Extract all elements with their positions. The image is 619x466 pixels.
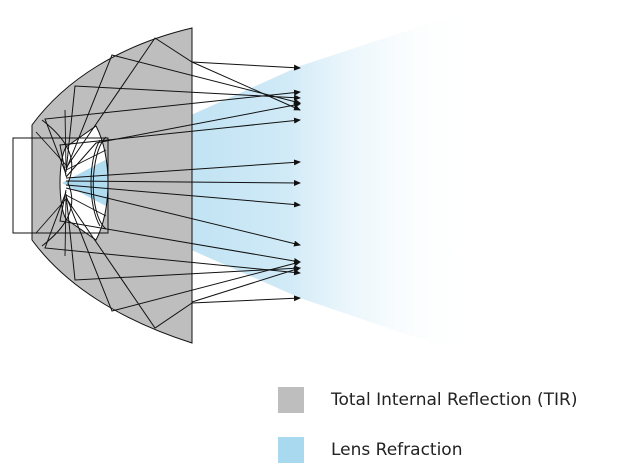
legend-swatch-refraction	[278, 437, 304, 463]
legend-item-tir: Total Internal Reflection (TIR)	[278, 387, 578, 413]
lens-cavity-curve	[41, 119, 73, 247]
legend-label-tir: Total Internal Reflection (TIR)	[331, 390, 578, 410]
inner-lens-curve	[92, 136, 107, 230]
lens-internal-lines	[35, 109, 107, 257]
light-rays	[44, 37, 301, 329]
legend-item-refraction: Lens Refraction	[278, 437, 462, 463]
lens-outlines	[12, 119, 109, 247]
legend-label-refraction: Lens Refraction	[331, 440, 463, 460]
legend-swatch-tir	[278, 387, 304, 413]
inner-lens-curve-2	[90, 139, 101, 227]
tir-lens-body	[31, 27, 193, 344]
